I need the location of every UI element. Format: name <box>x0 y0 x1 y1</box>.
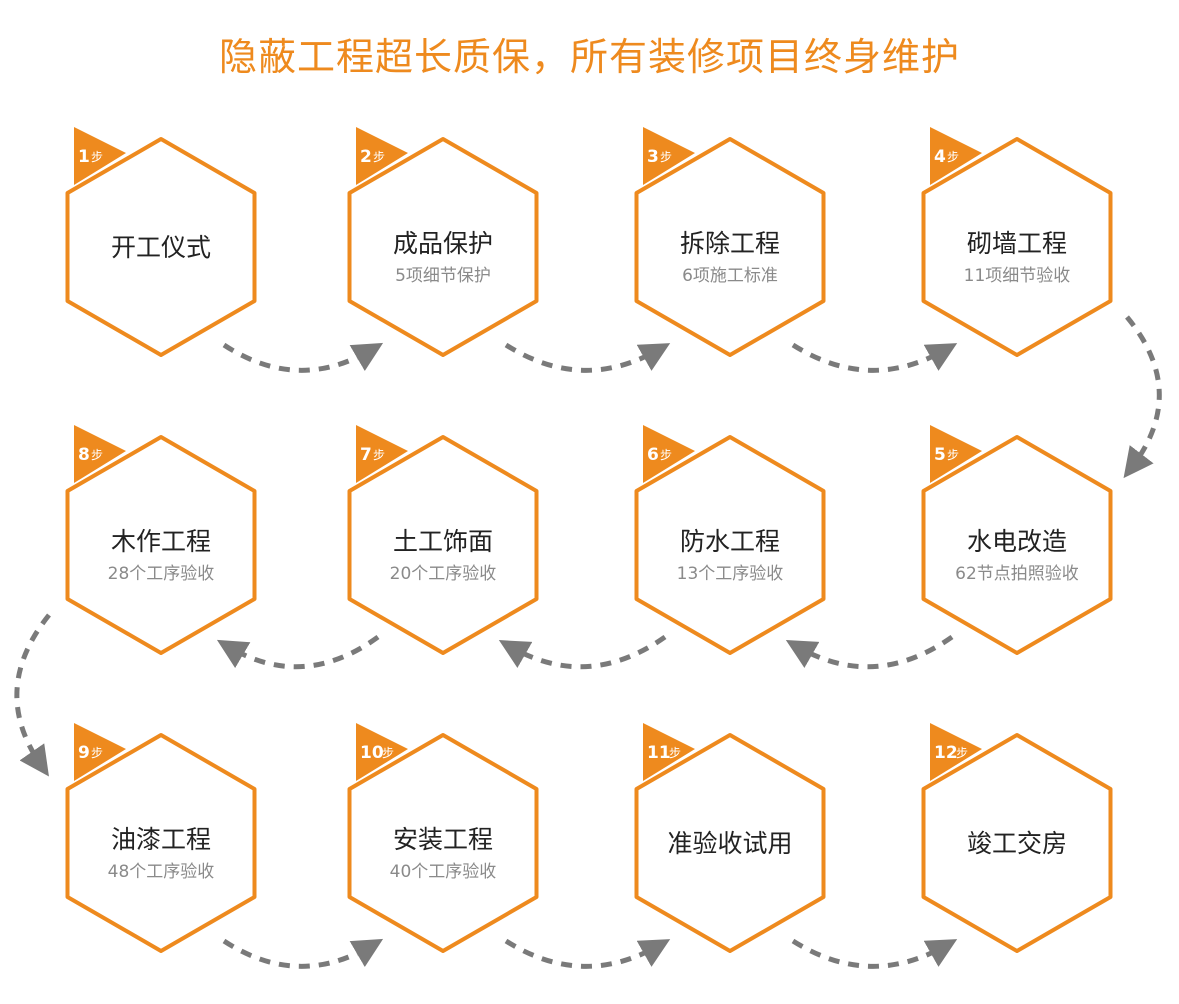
step-title: 竣工交房 <box>967 829 1067 858</box>
step-badge-number: 9 <box>78 743 90 763</box>
step-badge-unit: 步 <box>373 448 385 462</box>
step-badge <box>643 127 695 185</box>
step-badge-unit: 步 <box>660 448 672 462</box>
step-badge-unit: 步 <box>669 746 681 760</box>
step-hexagon <box>65 435 257 655</box>
step-subtitle: 62节点拍照验收 <box>955 564 1079 584</box>
step-subtitle: 6项施工标准 <box>682 266 778 286</box>
step-badge <box>356 723 408 781</box>
step-title: 防水工程 <box>680 527 780 556</box>
step-subtitle: 20个工序验收 <box>390 564 497 584</box>
step-badge <box>643 425 695 483</box>
flow-arrow <box>222 342 384 373</box>
flow-arrow <box>791 938 958 969</box>
step-badge-unit: 步 <box>947 150 959 164</box>
step-badge <box>74 127 126 185</box>
step-badge <box>356 425 408 483</box>
flow-arrow <box>791 342 958 373</box>
step-badge-unit: 步 <box>91 746 103 760</box>
step-title: 土工饰面 <box>393 527 493 556</box>
step-title: 油漆工程 <box>111 825 211 854</box>
step-badge-unit: 步 <box>91 150 103 164</box>
step-badge <box>643 723 695 781</box>
flow-arrow <box>1123 315 1162 479</box>
step-badge <box>74 723 126 781</box>
step-hexagon <box>65 733 257 953</box>
step-hexagon <box>921 733 1113 953</box>
step-badge-number: 8 <box>78 445 90 465</box>
step-badge-number: 11 <box>647 743 671 763</box>
step-title: 拆除工程 <box>680 229 780 258</box>
flow-arrow <box>504 938 671 969</box>
step-badge-number: 6 <box>647 445 659 465</box>
step-subtitle: 28个工序验收 <box>108 564 215 584</box>
flow-arrow <box>498 634 667 670</box>
step-subtitle: 40个工序验收 <box>390 862 497 882</box>
step-subtitle: 48个工序验收 <box>108 862 215 882</box>
step-hexagon <box>634 435 826 655</box>
step-title: 安装工程 <box>393 825 493 854</box>
step-hexagon <box>921 435 1113 655</box>
step-badge-unit: 步 <box>373 150 385 164</box>
flow-arrow <box>216 634 380 670</box>
flow-arrow <box>222 938 384 969</box>
step-title: 开工仪式 <box>111 233 211 262</box>
flow-arrow <box>504 342 671 373</box>
step-badge <box>930 127 982 185</box>
flow-arrow <box>14 613 51 777</box>
step-badge-number: 4 <box>934 147 946 167</box>
step-badge-number: 10 <box>360 743 384 763</box>
step-subtitle: 13个工序验收 <box>677 564 784 584</box>
step-badge-number: 2 <box>360 147 372 167</box>
step-badge-number: 12 <box>934 743 958 763</box>
step-title: 水电改造 <box>967 527 1067 556</box>
step-title: 砌墙工程 <box>967 229 1067 258</box>
step-title: 准验收试用 <box>667 829 792 858</box>
step-title: 木作工程 <box>111 527 211 556</box>
step-hexagon <box>347 137 539 357</box>
step-hexagon <box>634 137 826 357</box>
flow-arrow <box>785 634 954 670</box>
step-badge-number: 7 <box>360 445 372 465</box>
step-badge <box>74 425 126 483</box>
step-subtitle: 5项细节保护 <box>395 266 491 286</box>
step-hexagon <box>65 137 257 357</box>
step-badge-number: 5 <box>934 445 946 465</box>
step-badge-unit: 步 <box>660 150 672 164</box>
step-title: 成品保护 <box>393 229 493 258</box>
step-hexagon <box>921 137 1113 357</box>
step-badge-unit: 步 <box>956 746 968 760</box>
step-badge <box>930 425 982 483</box>
step-badge-unit: 步 <box>382 746 394 760</box>
step-badge-unit: 步 <box>947 448 959 462</box>
step-badge <box>930 723 982 781</box>
step-badge-number: 1 <box>78 147 90 167</box>
step-badge-unit: 步 <box>91 448 103 462</box>
step-hexagon <box>347 435 539 655</box>
step-hexagon <box>347 733 539 953</box>
step-hexagon <box>634 733 826 953</box>
step-badge <box>356 127 408 185</box>
page-title: 隐蔽工程超长质保，所有装修项目终身维护 <box>218 35 960 79</box>
step-subtitle: 11项细节验收 <box>964 266 1071 286</box>
step-badge-number: 3 <box>647 147 659 167</box>
